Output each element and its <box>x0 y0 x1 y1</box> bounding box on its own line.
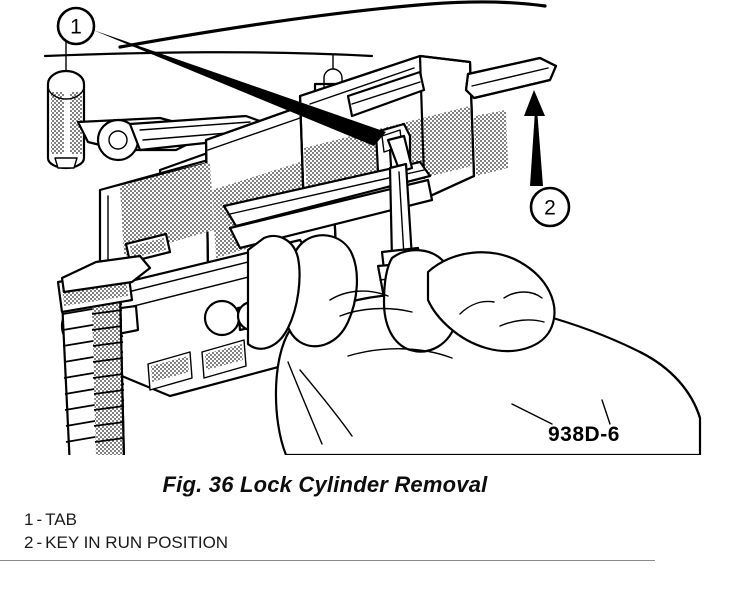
callout-2[interactable]: 2 <box>524 90 571 228</box>
callout-1-leader <box>93 30 386 146</box>
legend-divider-rule <box>0 560 655 561</box>
ignition-key <box>464 56 558 100</box>
column-lever-pivot <box>76 114 270 162</box>
callout-2-number: 2 <box>544 197 556 220</box>
legend-item-1-label: TAB <box>45 510 77 529</box>
legend-item-2-number: 2 <box>24 533 34 552</box>
legend-item-2-dash: - <box>36 533 43 552</box>
hand-gripping-screwdriver <box>246 234 702 455</box>
left-retainer-clip <box>124 232 172 264</box>
left-knurled-cylinder <box>46 13 86 170</box>
lock-cylinder-shoulder <box>346 70 426 118</box>
corrugated-boot <box>56 268 134 455</box>
legend-item-1-number: 1 <box>24 510 34 529</box>
legend-item-1: 1-TAB <box>24 508 644 531</box>
callout-1-number: 1 <box>70 16 82 39</box>
figure-caption: Fig. 36 Lock Cylinder Removal <box>162 472 488 497</box>
steering-column-shroud <box>43 0 547 58</box>
callout-2-leader <box>530 96 543 186</box>
figure-illustration: 1 2 938D-6 <box>43 0 702 455</box>
part-number-label: 938D-6 <box>548 423 620 446</box>
lower-rail-bracket <box>222 160 434 250</box>
part-number-group: 938D-6 <box>511 399 620 446</box>
lower-plate-slots <box>147 339 247 391</box>
lock-cylinder-removal-drawing: 1 2 938D-6 <box>43 0 702 455</box>
column-top-cover <box>60 254 152 294</box>
callout-2-bubble <box>529 186 571 228</box>
callout-1-bubble <box>56 6 96 46</box>
legend-item-2: 2-KEY IN RUN POSITION <box>24 531 644 554</box>
callout-1[interactable]: 1 <box>56 6 386 146</box>
figure-legend: 1-TAB 2-KEY IN RUN POSITION <box>24 508 644 554</box>
legend-item-2-label: KEY IN RUN POSITION <box>45 533 229 552</box>
legend-item-1-dash: - <box>36 510 43 529</box>
callout-2-arrowhead <box>524 90 545 116</box>
assembly-shadow-band <box>120 110 508 256</box>
